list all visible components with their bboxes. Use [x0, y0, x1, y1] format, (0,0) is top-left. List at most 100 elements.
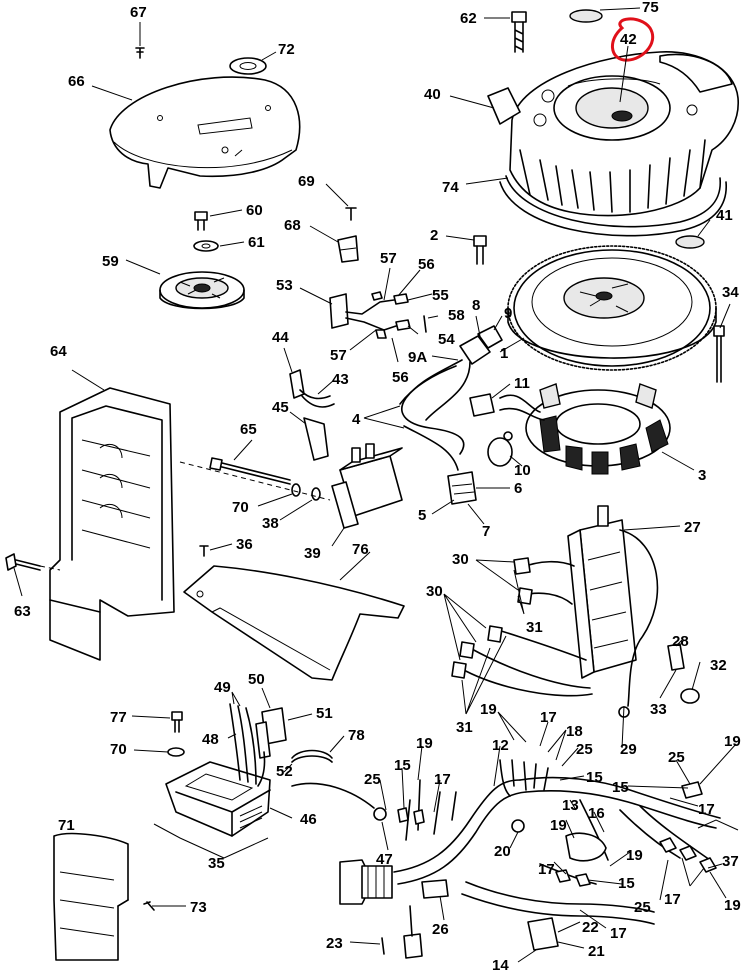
leader-lines	[13, 7, 737, 963]
callout-72: 72	[278, 41, 295, 58]
callout-69: 69	[298, 173, 315, 190]
callout-17e: 17	[664, 891, 681, 908]
part-11-connector	[469, 393, 495, 417]
callout-19e: 19	[626, 847, 643, 864]
callout-labels: 67 72 66 62 75 42 40 74 69 60 61 68 59 2…	[14, 0, 741, 974]
callout-76: 76	[352, 541, 369, 558]
callout-71: 71	[58, 817, 75, 834]
callout-11: 11	[514, 375, 530, 392]
part-64-electrical-cover	[49, 387, 175, 661]
callout-75: 75	[642, 0, 659, 16]
part-49-48-leads	[229, 703, 266, 787]
callout-52: 52	[276, 763, 293, 780]
callout-15d: 15	[618, 875, 635, 892]
part-43-spark-plug-lead	[299, 389, 335, 408]
part-32-clamp	[680, 688, 700, 704]
callout-64: 64	[50, 343, 67, 360]
part-34-bolt	[713, 325, 725, 383]
callout-16: 16	[588, 805, 605, 822]
callout-51: 51	[316, 705, 333, 722]
part-75-plug	[569, 9, 603, 23]
part-62-bolt	[511, 11, 527, 53]
callout-36: 36	[236, 536, 253, 553]
callout-49: 49	[214, 679, 231, 696]
callout-5: 5	[418, 507, 426, 524]
callout-25c: 25	[668, 749, 685, 766]
callout-25d: 25	[634, 899, 651, 916]
part-28-connector	[667, 643, 685, 671]
part-40-flywheel-cover	[487, 51, 739, 217]
callout-53: 53	[276, 277, 293, 294]
assembly-line-65	[179, 461, 331, 501]
callout-56b: 56	[392, 369, 409, 386]
callout-35: 35	[208, 855, 225, 872]
callout-23: 23	[326, 935, 343, 952]
callout-30a: 30	[452, 551, 469, 568]
part-8-connector	[459, 325, 503, 365]
callout-32: 32	[710, 657, 727, 674]
part-3-stator	[499, 383, 671, 475]
part-4-wire-harness	[399, 359, 471, 471]
callout-43: 43	[332, 371, 349, 388]
callout-48: 48	[202, 731, 219, 748]
callout-15c: 15	[612, 779, 629, 796]
callout-37: 37	[722, 853, 739, 870]
part-27-power-pack	[567, 505, 637, 679]
part-59-timer-cam	[159, 271, 245, 310]
part-69-screw	[345, 207, 357, 221]
callout-19a: 19	[480, 701, 497, 718]
part-1-flywheel	[507, 245, 717, 371]
callout-20: 20	[494, 843, 511, 860]
callout-17a: 17	[540, 709, 557, 726]
callout-55: 55	[432, 287, 449, 304]
callout-17b: 17	[434, 771, 451, 788]
callout-62: 62	[460, 10, 477, 27]
part-60-screw	[194, 211, 208, 231]
part-73-screw	[143, 901, 155, 911]
callout-59: 59	[102, 253, 119, 270]
part-68-clip	[337, 235, 359, 263]
callout-56a: 56	[418, 256, 435, 273]
callout-2: 2	[430, 227, 438, 244]
callout-3: 3	[698, 467, 706, 484]
callout-8: 8	[472, 297, 480, 314]
callout-45: 45	[272, 399, 289, 416]
part-30-31-leads	[451, 529, 659, 718]
callout-39: 39	[304, 545, 321, 562]
callout-6: 6	[514, 480, 522, 497]
callout-17c: 17	[698, 801, 715, 818]
part-47-ground-lead	[291, 782, 387, 821]
callout-61: 61	[248, 234, 265, 251]
part-70-washer	[291, 483, 301, 497]
part-74-cover-ring	[499, 175, 727, 237]
callout-38: 38	[262, 515, 279, 532]
assembly-line-63	[39, 565, 61, 571]
callout-18: 18	[566, 723, 583, 740]
callout-31b: 31	[456, 719, 473, 736]
part-36-screw	[199, 545, 209, 557]
part-70b-washer	[167, 747, 185, 757]
part-2-bolt	[473, 235, 487, 265]
callout-19d: 19	[550, 817, 567, 834]
callout-54: 54	[438, 331, 455, 348]
callout-12: 12	[492, 737, 509, 754]
part-58-pin	[423, 315, 427, 333]
callout-15b: 15	[586, 769, 603, 786]
callout-57b: 57	[330, 347, 347, 364]
callout-47: 47	[376, 851, 393, 868]
callout-25a: 25	[576, 741, 593, 758]
part-39-ignition-coil	[331, 443, 403, 529]
callout-30b: 30	[426, 583, 443, 600]
part-71-cover	[53, 832, 129, 961]
callout-78: 78	[348, 727, 365, 744]
part-42-highlight-circle	[611, 17, 654, 62]
part-45-spark-plug-boot	[303, 417, 329, 461]
callout-77: 77	[110, 709, 127, 726]
group-35-bracket	[153, 823, 269, 859]
callout-67: 67	[130, 4, 147, 21]
part-63-screw	[5, 553, 41, 571]
callout-70b: 70	[110, 741, 127, 758]
callout-68: 68	[284, 217, 301, 234]
callout-73: 73	[190, 899, 207, 916]
callout-1: 1	[500, 345, 508, 362]
